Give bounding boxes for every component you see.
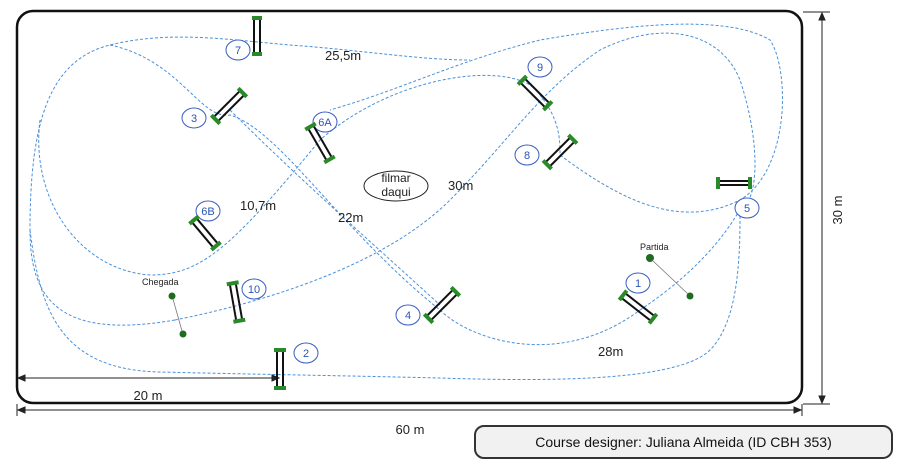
filming-spot <box>363 170 429 202</box>
finish-flag-icon <box>168 292 176 300</box>
finish-line <box>172 298 183 332</box>
obstacle-number <box>395 304 421 326</box>
obstacle-number <box>241 278 267 300</box>
jump-icon <box>716 177 752 189</box>
distance-label: 30m <box>448 178 473 193</box>
svg-text:10: 10 <box>248 284 260 296</box>
svg-text:9: 9 <box>537 62 543 74</box>
filming-spot-line1: filmar <box>381 171 410 185</box>
svg-text:2: 2 <box>303 348 309 360</box>
finish-flag-icon <box>179 330 187 338</box>
obstacle-number <box>195 200 221 222</box>
jumps <box>188 16 752 390</box>
obstacle-numbers: 1 2 3 4 5 6A 6B 7 8 9 10 <box>181 39 760 364</box>
obstacle-number <box>312 111 338 133</box>
course-path <box>29 23 783 381</box>
dimension-lines <box>16 11 830 416</box>
start-label: Partida <box>640 242 669 252</box>
height-dimension-label: 30 m <box>830 196 845 225</box>
jump-icon <box>188 214 222 252</box>
obstacle-number <box>527 56 553 78</box>
jump-icon <box>252 16 262 56</box>
svg-text:6B: 6B <box>201 206 214 218</box>
svg-text:5: 5 <box>744 203 750 215</box>
jump-icon <box>274 348 286 390</box>
svg-text:8: 8 <box>524 150 530 162</box>
svg-text:1: 1 <box>635 278 641 290</box>
start-flag-icon <box>686 292 694 300</box>
svg-text:6A: 6A <box>318 117 332 129</box>
start-line <box>651 259 689 295</box>
jump-icon <box>226 280 246 324</box>
svg-text:3: 3 <box>191 113 197 125</box>
jump-icon <box>209 86 249 126</box>
finish-label: Chegada <box>142 277 179 287</box>
jump-icon <box>304 121 336 165</box>
jump-icon <box>541 133 579 171</box>
distance-label: 10,7m <box>240 198 276 213</box>
arena-border <box>15 9 804 405</box>
jump-icon <box>422 285 462 325</box>
svg-text:4: 4 <box>405 310 411 322</box>
jump-icon <box>516 74 554 112</box>
filming-spot-line2: daqui <box>381 185 410 199</box>
obstacle-number <box>734 197 760 219</box>
course-designer-credit: Course designer: Juliana Almeida (ID CBH… <box>474 425 893 459</box>
distance-label: 25,5m <box>325 48 361 63</box>
offset-dimension-label: 20 m <box>134 388 163 403</box>
obstacle-number <box>181 107 207 129</box>
svg-text:7: 7 <box>235 45 241 57</box>
obstacle-number <box>293 342 319 364</box>
obstacle-number <box>625 272 651 294</box>
obstacle-number <box>514 144 540 166</box>
width-dimension-label: 60 m <box>396 422 425 437</box>
jump-icon <box>617 289 659 325</box>
distance-label: 28m <box>598 344 623 359</box>
obstacle-number <box>225 39 251 61</box>
distance-label: 22m <box>338 210 363 225</box>
